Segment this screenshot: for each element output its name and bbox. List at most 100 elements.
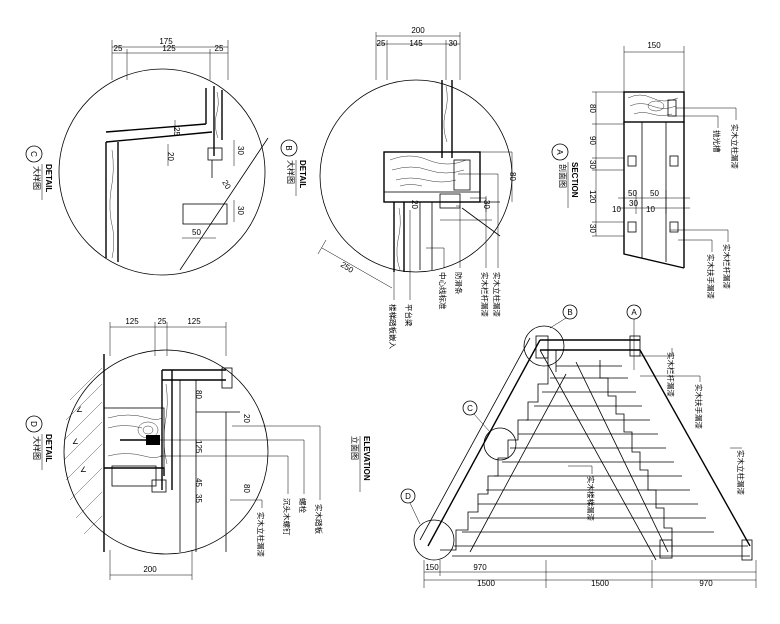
dim-a-inner-50a: 50 xyxy=(628,189,637,198)
dim-b-mid: 145 xyxy=(409,39,423,48)
dim-b-inner-80: 80 xyxy=(508,172,517,181)
dim-b-total: 200 xyxy=(411,26,425,35)
detail-d-marker-label: D xyxy=(29,421,38,427)
note-b-3: 防滑条 xyxy=(454,272,464,295)
svg-text:∠: ∠ xyxy=(72,437,79,446)
section-a-dimensions: 150 80 90 30 120 30 xyxy=(588,41,685,237)
detail-c-handrail xyxy=(105,86,269,271)
detail-b-title-cn: 大样图 xyxy=(286,160,296,184)
elevation-detail-refs: B A C D xyxy=(400,304,642,561)
dim-a-side-90: 90 xyxy=(588,136,597,145)
note-b-4: 中心线标准 xyxy=(438,272,448,310)
detail-b-slope-dimension: 250 xyxy=(317,239,393,289)
detail-c-title: C DETAIL 大样图 xyxy=(25,145,53,200)
dim-d-inner-80b: 80 xyxy=(242,484,251,493)
detail-b-title-en: DETAIL xyxy=(298,160,307,188)
dim-d-inner-20: 20 xyxy=(242,414,251,423)
dim-c-mid: 125 xyxy=(162,44,176,53)
note-a-3: 实木栏杆漏漆 xyxy=(722,244,732,289)
detail-c-title-en: DETAIL xyxy=(44,164,53,192)
dim-elev-1500b: 1500 xyxy=(591,579,609,588)
dim-a-side-120: 120 xyxy=(588,190,597,204)
dim-a-side-30a: 30 xyxy=(588,160,597,169)
elevation-marker-b-label: B xyxy=(567,308,572,317)
elevation-note-4: 实木楼梯漏漆 xyxy=(586,476,596,521)
dim-c-inner-20b: 20 xyxy=(220,179,233,192)
svg-text:∠: ∠ xyxy=(76,405,83,414)
detail-d: 125 25 125 200 ∠ ∠ ∠ xyxy=(25,317,324,580)
section-a-profile: 50 50 10 30 10 xyxy=(612,91,690,269)
dim-a-inner-30: 30 xyxy=(629,199,638,208)
dim-d-inner-125: 125 xyxy=(194,440,203,454)
detail-d-notes: 实木踏板 螺栓 沉头木螺钉 实木立柱漏漆 xyxy=(160,425,324,557)
note-d-1: 实木踏板 xyxy=(314,504,324,534)
elevation-balusters xyxy=(452,365,750,557)
elevation-marker-b xyxy=(562,304,578,320)
dim-b-inner-30: 30 xyxy=(482,200,491,209)
detail-c: 175 25 125 25 25 20 30 xyxy=(25,37,269,276)
elevation-title: ELEVATION 立面图 xyxy=(350,436,371,492)
note-d-4: 实木立柱漏漆 xyxy=(256,512,266,557)
note-d-3: 沉头木螺钉 xyxy=(282,498,292,536)
section-a-title-en: SECTION xyxy=(570,162,579,198)
detail-d-tread xyxy=(103,367,240,552)
dim-b-left: 25 xyxy=(377,39,386,48)
elevation-note-2: 实木扶手漏漆 xyxy=(694,384,704,429)
detail-b: 200 25 145 30 xyxy=(280,26,517,349)
detail-c-marker xyxy=(25,145,43,163)
elevation-right-flight xyxy=(539,349,753,561)
note-d-2: 螺栓 xyxy=(298,498,308,513)
detail-d-wall-hatch: ∠ ∠ ∠ xyxy=(63,354,105,552)
section-a-title: A SECTION 剖面图 xyxy=(551,143,579,208)
dim-a-side-80: 80 xyxy=(588,104,597,113)
detail-b-marker-label: B xyxy=(284,145,293,150)
dim-c-inner-30a: 30 xyxy=(236,146,245,155)
elevation-marker-a-label: A xyxy=(631,308,637,317)
detail-c-title-cn: 大样图 xyxy=(32,166,42,190)
dim-d-inner-35: 35 xyxy=(194,494,203,503)
elevation-title-en: ELEVATION xyxy=(362,436,371,481)
note-b-6: 楼梯踏板嵌入 xyxy=(388,304,398,349)
dim-elev-150: 150 xyxy=(425,563,439,572)
section-a-marker-label: A xyxy=(555,149,564,155)
dim-elev-970b: 970 xyxy=(699,579,713,588)
dim-a-inner-10a: 10 xyxy=(612,205,621,214)
section-a: 150 80 90 30 120 30 xyxy=(551,41,740,299)
dim-c-total: 175 xyxy=(159,37,173,46)
dim-a-width: 150 xyxy=(647,41,661,50)
dim-d-top-right: 125 xyxy=(187,317,201,326)
detail-b-post xyxy=(383,80,513,272)
detail-b-dimensions: 200 25 145 30 xyxy=(375,26,461,80)
note-a-1: 实木立柱漏漆 xyxy=(730,124,740,169)
elevation: ELEVATION 立面图 xyxy=(350,304,757,588)
dim-b-right: 30 xyxy=(449,39,458,48)
dim-c-left: 25 xyxy=(114,44,123,53)
elevation-title-cn: 立面图 xyxy=(350,436,360,460)
elevation-marker-c-label: C xyxy=(467,404,473,413)
elevation-marker-d xyxy=(400,488,416,504)
dim-c-inner-20a: 20 xyxy=(166,152,175,161)
svg-text:∠: ∠ xyxy=(80,465,87,474)
detail-b-notes: 实木立柱漏漆 实木栏杆漏漆 防滑条 中心线标准 平台梁 楼梯踏板嵌入 xyxy=(388,173,502,349)
elevation-left-flight xyxy=(419,337,567,553)
detail-b-marker xyxy=(280,139,298,157)
detail-c-marker-label: C xyxy=(29,151,38,157)
dim-elev-970a: 970 xyxy=(473,563,487,572)
elevation-marker-c xyxy=(462,400,478,416)
elevation-landing xyxy=(535,335,641,372)
detail-d-title-cn: 大样图 xyxy=(32,436,42,460)
note-b-1: 实木立柱漏漆 xyxy=(492,272,502,317)
dim-a-inner-10b: 10 xyxy=(646,205,655,214)
elevation-marker-d-label: D xyxy=(405,492,411,501)
dim-a-side-30b: 30 xyxy=(588,224,597,233)
note-a-2: 抛光槽 xyxy=(712,130,722,153)
detail-d-title-en: DETAIL xyxy=(44,434,53,462)
dim-c-inner-50: 50 xyxy=(192,228,201,237)
dim-b-inner-20: 20 xyxy=(410,200,419,209)
dim-a-inner-50b: 50 xyxy=(650,189,659,198)
section-a-marker xyxy=(551,143,569,161)
dim-d-bottom: 200 xyxy=(143,565,157,574)
dim-d-inner-80a: 80 xyxy=(194,390,203,399)
detail-d-dimensions: 125 25 125 200 xyxy=(109,317,227,580)
